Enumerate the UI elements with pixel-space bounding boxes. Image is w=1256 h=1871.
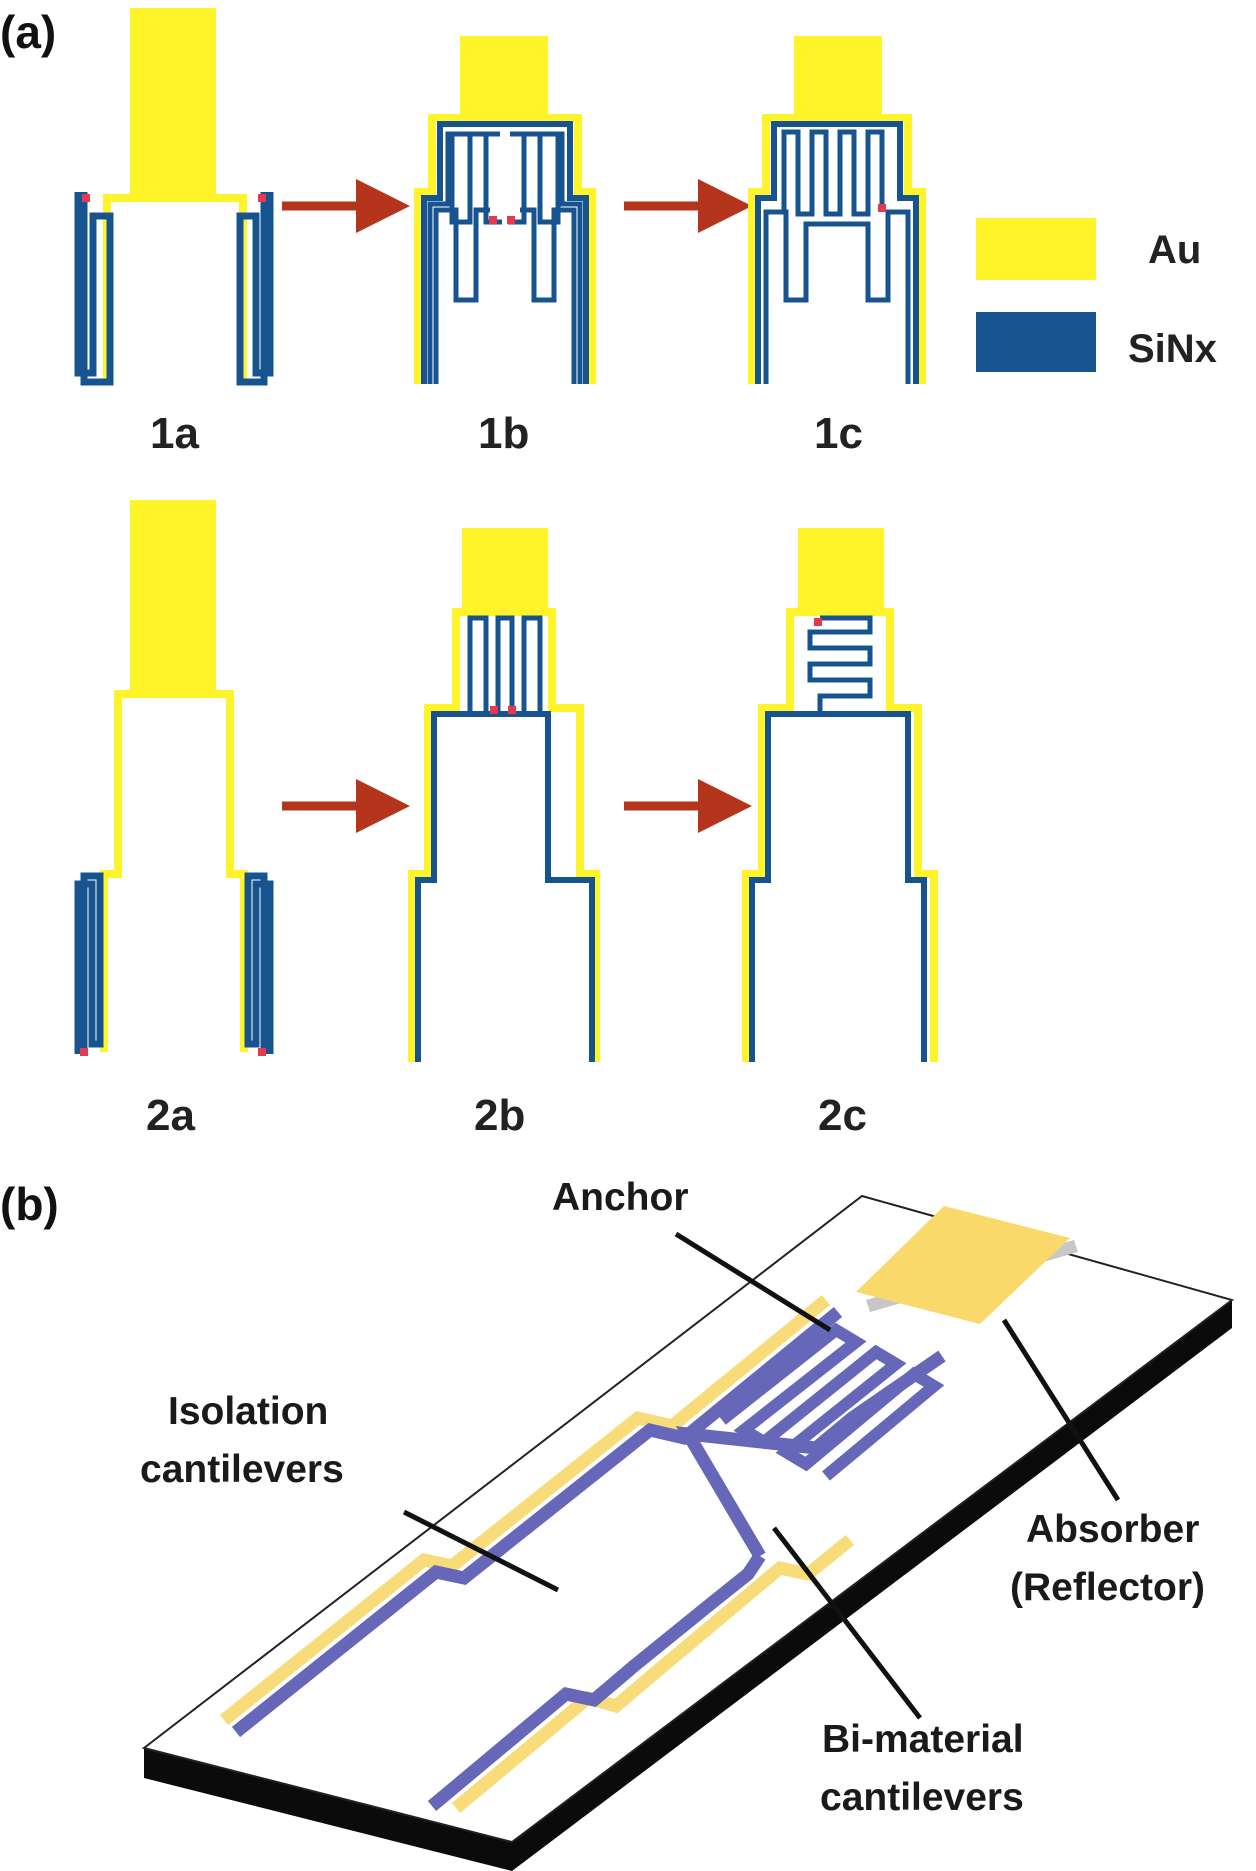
legend-label-au: Au [1148, 228, 1201, 272]
anchor-dot [507, 216, 515, 224]
panel-b-label: (b) [0, 1178, 59, 1230]
design-label-2b: 2b [474, 1091, 525, 1140]
design-label-1a: 1a [150, 409, 199, 458]
design-2b: 2b [408, 528, 600, 1140]
gold-frame [103, 194, 247, 382]
legend-swatch-sinx [976, 312, 1096, 372]
callout-bimaterial-line2: cantilevers [820, 1776, 1024, 1819]
left-legs [433, 207, 490, 384]
right-isolation-cantilever [236, 192, 274, 386]
right-legs [520, 207, 577, 384]
anchor-dot [508, 706, 516, 714]
callout-line-bimaterial [772, 1526, 922, 1720]
anchor-meander-3d [718, 1322, 945, 1481]
left-inner-frame [427, 131, 500, 384]
gold-frame [742, 608, 938, 1062]
absorber-pad [794, 36, 882, 122]
legend-swatch-au [976, 218, 1096, 280]
design-label-1c: 1c [814, 409, 863, 458]
left-isolation-gold [219, 1294, 831, 1726]
anchor-dot [814, 618, 822, 626]
design-label-2a: 2a [146, 1091, 195, 1140]
design-label-2c: 2c [818, 1091, 867, 1140]
absorber-pad [130, 500, 216, 694]
anchor-dot [258, 194, 266, 202]
substrate-top [141, 1194, 1235, 1844]
legend-label-sinx: SiNx [1128, 327, 1217, 371]
right-bimaterial-beam [427, 1552, 766, 1811]
panel-a-label: (a) [0, 6, 56, 58]
meander-left [467, 615, 489, 714]
anchor-dot [490, 706, 498, 714]
outer-bimaterial-frame [421, 121, 589, 384]
design-2c: 2c [742, 528, 938, 1140]
outer-bimaterial-frame [749, 711, 927, 1062]
gold-frame [408, 608, 600, 1062]
right-meander [508, 131, 561, 225]
absorber-pad [462, 528, 548, 612]
anchor-dot [82, 194, 90, 202]
absorber-pad [130, 8, 216, 198]
left-isolation-cantilever [74, 192, 114, 386]
legend: Au SiNx [976, 218, 1217, 372]
outer-bimaterial-frame [415, 711, 595, 1062]
callout-line-absorber [1001, 1318, 1121, 1502]
right-inner-frame [510, 131, 583, 384]
absorber-pad [798, 528, 884, 612]
absorber-plate [856, 1206, 1070, 1324]
callout-absorber-line2: (Reflector) [1010, 1566, 1205, 1609]
design-1a: 1a [74, 8, 274, 458]
left-legs [763, 209, 836, 384]
anchor-meander [807, 615, 873, 714]
left-isolation-cantilever [74, 872, 104, 1054]
gold-frame [414, 114, 596, 384]
callout-absorber-line1: Absorber [1026, 1508, 1199, 1551]
anchor-dot [258, 1048, 266, 1056]
meander-right [521, 615, 543, 714]
outer-bimaterial-frame [755, 121, 919, 384]
right-legs [836, 209, 911, 384]
right-isolation-cantilever [244, 872, 274, 1054]
callout-line-anchor [674, 1231, 832, 1333]
callout-anchor: Anchor [552, 1176, 689, 1219]
anchor-dot [878, 204, 886, 212]
callout-line-isolation [402, 1509, 560, 1593]
design-1b: 1b [414, 36, 596, 458]
design-1c: 1c [748, 36, 926, 458]
gold-frame [748, 114, 926, 384]
meander-center [495, 615, 515, 712]
chip-3d-view [141, 1194, 1235, 1871]
callout-isolation-line1: Isolation [168, 1390, 328, 1433]
gold-frame [100, 690, 248, 1052]
anchor-dot [489, 216, 497, 224]
anchor-dot [80, 1048, 88, 1056]
design-2a: 2a [74, 500, 274, 1140]
callout-isolation-line2: cantilevers [140, 1448, 344, 1491]
left-isolation-beam [231, 1306, 843, 1738]
design-label-1b: 1b [478, 409, 529, 458]
absorber-pad [460, 36, 548, 122]
left-meander [449, 131, 502, 225]
callout-bimaterial-line1: Bi-material [822, 1718, 1024, 1761]
anchor-meander [781, 129, 885, 217]
